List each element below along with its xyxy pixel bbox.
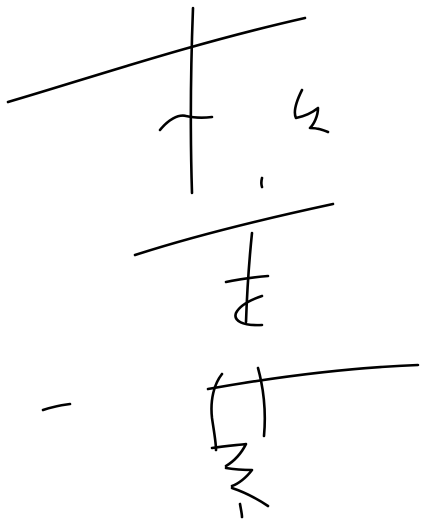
stroke-bottom-tail xyxy=(238,502,244,519)
stroke-bottom-right-vertical xyxy=(256,366,267,438)
stroke-middle-loop xyxy=(234,294,264,327)
stroke-middle-horizontal xyxy=(224,274,270,284)
stroke-top-diagonal xyxy=(6,16,307,104)
stroke-middle-diagonal xyxy=(133,202,335,257)
stroke-z-mark xyxy=(293,88,330,134)
stroke-bottom-zig-2 xyxy=(224,466,254,488)
stroke-tick xyxy=(259,176,264,189)
stroke-bottom-left-vertical xyxy=(210,372,224,452)
stroke-top-vertical xyxy=(189,6,195,195)
stroke-left-dash xyxy=(41,402,72,412)
stroke-left-hook xyxy=(158,114,214,132)
stroke-bottom-zig-3 xyxy=(230,486,270,508)
stroke-bottom-diagonal xyxy=(206,363,420,391)
stroke-bottom-zig-1 xyxy=(210,442,248,468)
